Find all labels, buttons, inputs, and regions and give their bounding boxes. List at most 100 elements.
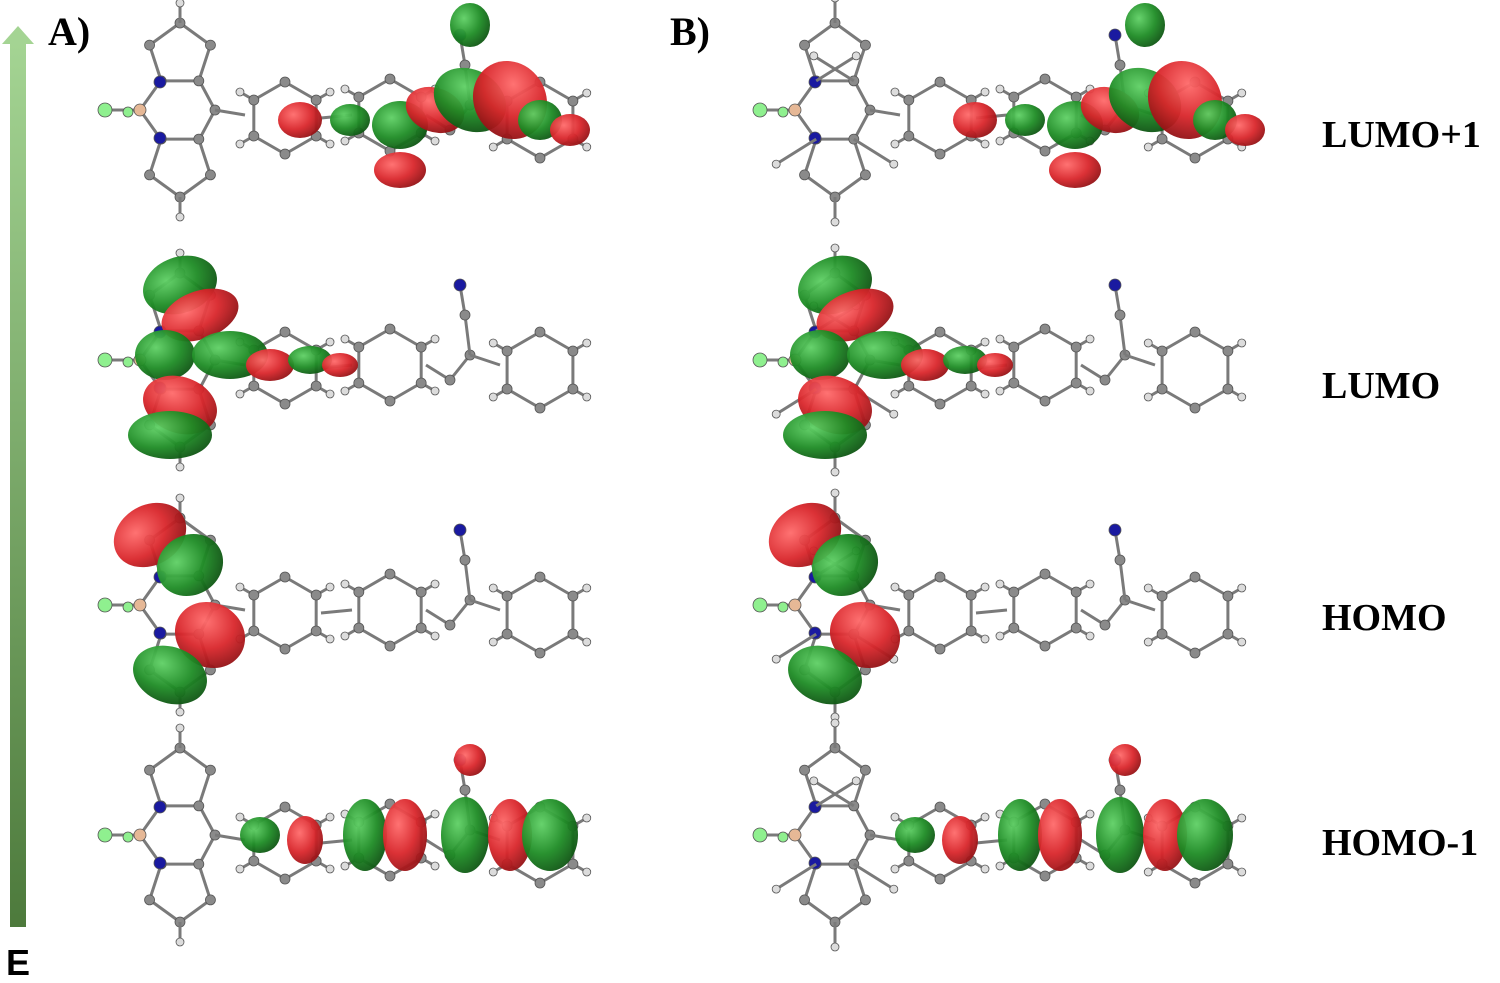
carbon-atom <box>459 554 471 566</box>
positive-lobe <box>816 288 894 342</box>
negative-lobe <box>330 104 370 136</box>
hydrogen-atom <box>995 631 1005 641</box>
bond <box>1161 330 1196 353</box>
carbon-atom <box>567 628 579 640</box>
carbon-atom <box>1114 59 1126 71</box>
carbon-atom <box>144 764 155 776</box>
orbital-label-homo: HOMO <box>1322 597 1447 639</box>
carbon-atom <box>934 571 946 583</box>
bond <box>358 572 391 594</box>
bond <box>179 173 212 199</box>
bond <box>815 779 857 808</box>
bond <box>1013 77 1046 99</box>
hydrogen-atom <box>980 634 990 644</box>
carbon-atom <box>384 323 396 335</box>
bond <box>506 575 541 598</box>
molecule-a-lumo1 <box>97 0 592 222</box>
bond <box>253 859 286 881</box>
carbon-atom <box>534 152 546 164</box>
carbon-atom <box>353 91 365 103</box>
nitrogen-atom <box>1108 523 1122 537</box>
bond <box>358 626 391 648</box>
carbon-atom <box>1156 133 1168 145</box>
boron-atom <box>788 828 802 842</box>
hydrogen-atom <box>1143 142 1153 152</box>
bond <box>775 137 817 166</box>
fluorine-atom <box>777 356 789 368</box>
negative-lobe <box>783 411 867 459</box>
carbon-atom <box>279 801 291 813</box>
bond <box>469 353 501 367</box>
carbon-atom <box>459 784 471 796</box>
hydrogen-atom <box>235 864 245 874</box>
nitrogen-atom <box>1108 278 1122 292</box>
bond <box>148 44 163 82</box>
bond <box>148 898 181 924</box>
bond <box>463 314 472 356</box>
carbon-atom <box>279 398 291 410</box>
hydrogen-atom <box>1085 631 1095 641</box>
hydrogen-atom <box>830 718 840 728</box>
bond <box>389 381 422 403</box>
carbon-atom <box>1008 91 1020 103</box>
bond <box>1194 387 1229 410</box>
hydrogen-atom <box>980 582 990 592</box>
carbon-atom <box>1189 571 1201 583</box>
bond <box>908 629 941 651</box>
carbon-atom <box>934 326 946 338</box>
carbon-atom <box>1099 619 1111 631</box>
carbon-atom <box>193 133 205 145</box>
bond <box>1013 327 1046 349</box>
bond <box>1118 559 1127 601</box>
hydrogen-atom <box>889 884 899 894</box>
carbon-atom <box>205 894 216 906</box>
carbon-atom <box>1039 145 1051 157</box>
carbon-atom <box>860 894 871 906</box>
negative-lobe <box>1005 104 1045 136</box>
molecule-a-homo1 <box>97 723 592 947</box>
orbital-label-homo1: HOMO-1 <box>1322 822 1478 864</box>
hydrogen-atom <box>235 389 245 399</box>
bond <box>506 330 541 353</box>
hydrogen-atom <box>771 884 781 894</box>
carbon-atom <box>384 640 396 652</box>
carbon-atom <box>903 855 915 867</box>
hydrogen-atom <box>488 867 498 877</box>
hydrogen-atom <box>1143 338 1153 348</box>
fluorine-atom <box>777 831 789 843</box>
hydrogen-atom <box>830 467 840 477</box>
positive-lobe <box>322 353 358 377</box>
bond <box>1044 77 1077 99</box>
carbon-atom <box>534 571 546 583</box>
hydrogen-atom <box>430 631 440 641</box>
bond <box>803 173 836 199</box>
hydrogen-atom <box>890 812 900 822</box>
bond <box>1194 632 1229 655</box>
bond <box>253 575 286 597</box>
hydrogen-atom <box>809 51 819 61</box>
positive-lobe <box>246 349 294 381</box>
hydrogen-atom <box>1237 88 1247 98</box>
carbon-atom <box>567 858 579 870</box>
carbon-atom <box>1156 590 1168 602</box>
positive-lobe <box>278 102 322 138</box>
bond <box>939 629 972 651</box>
carbon-atom <box>384 568 396 580</box>
carbon-atom <box>1039 870 1051 882</box>
bond <box>908 575 941 597</box>
hydrogen-atom <box>1085 579 1095 589</box>
bond <box>148 746 181 772</box>
carbon-atom <box>501 345 513 357</box>
bond <box>1044 572 1077 594</box>
bond <box>1194 575 1229 598</box>
carbon-atom <box>193 800 205 812</box>
bond <box>539 862 574 885</box>
bond <box>148 173 181 199</box>
fluorine-atom <box>122 601 134 613</box>
bond <box>253 80 286 102</box>
carbon-atom <box>1156 383 1168 395</box>
carbon-atom <box>501 590 513 602</box>
hydrogen-atom <box>980 864 990 874</box>
positive-lobe <box>161 288 239 342</box>
nitrogen-atom <box>153 856 167 870</box>
